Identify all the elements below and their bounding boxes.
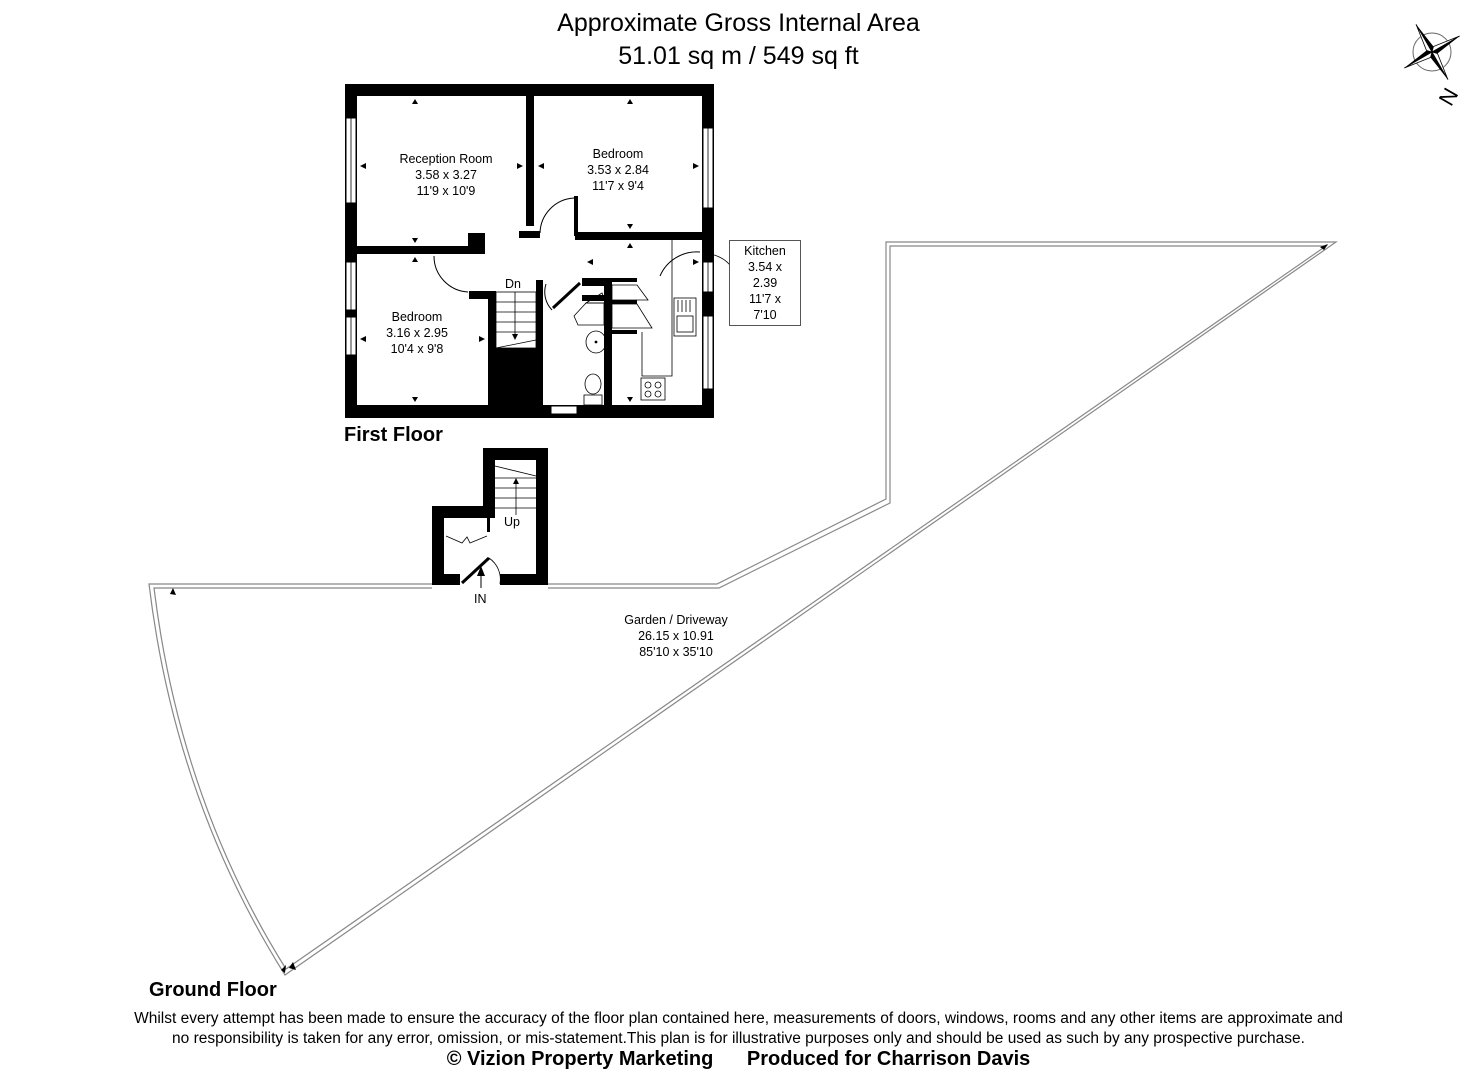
room-name: Reception Room bbox=[399, 152, 493, 166]
stairs-arrow-icon bbox=[513, 478, 519, 484]
dimension-arrow-icons bbox=[170, 244, 1328, 973]
room-name: Bedroom bbox=[391, 310, 443, 324]
basin-icon bbox=[585, 330, 607, 354]
room-name: Bedroom bbox=[592, 147, 644, 161]
credit-line: © Vizion Property Marketing Produced for… bbox=[0, 1048, 1477, 1071]
room-metric: 3.53 x 2.84 bbox=[587, 163, 649, 177]
room-imperial: 85'10 x 35'10 bbox=[639, 645, 713, 659]
cupboard-door-icons bbox=[445, 535, 488, 544]
room-metric: 3.58 x 3.27 bbox=[415, 168, 477, 182]
disclaimer-line-2: no responsibility is taken for any error… bbox=[172, 1030, 1305, 1047]
room-bedroom-2: Bedroom 3.16 x 2.95 10'4 x 9'8 bbox=[358, 309, 476, 357]
room-name: Kitchen bbox=[744, 244, 786, 258]
stairs-arrow-icon bbox=[512, 334, 518, 340]
room-imperial: 11'9 x 10'9 bbox=[416, 184, 476, 198]
stairs-down-label: Dn bbox=[505, 277, 521, 291]
room-metric: 3.16 x 2.95 bbox=[386, 326, 448, 340]
produced-for-text: Produced for Charrison Davis bbox=[746, 1048, 1031, 1070]
room-metric: 26.15 x 10.91 bbox=[638, 629, 714, 643]
entrance-label: IN bbox=[474, 592, 487, 606]
room-imperial: 11'7 x 9'4 bbox=[592, 179, 644, 193]
room-metric: 3.54 x 2.39 bbox=[747, 260, 783, 290]
room-kitchen: Kitchen 3.54 x 2.39 11'7 x 7'10 bbox=[729, 240, 801, 326]
kitchen-worktop bbox=[641, 240, 673, 377]
stairs-up-icon bbox=[494, 465, 537, 515]
ground-floor-walls bbox=[432, 448, 548, 585]
sink-icon bbox=[673, 297, 697, 337]
room-imperial: 10'4 x 9'8 bbox=[390, 342, 444, 356]
ground-floor-label: Ground Floor bbox=[149, 979, 277, 1001]
room-reception: Reception Room 3.58 x 3.27 11'9 x 10'9 bbox=[376, 151, 516, 199]
cupboard-door-icons bbox=[573, 284, 653, 329]
toilet-icon bbox=[583, 373, 603, 406]
disclaimer-line-1: Whilst every attempt has been made to en… bbox=[134, 1010, 1343, 1027]
stairs-down-icon bbox=[495, 291, 537, 349]
compass-rose-icon bbox=[1404, 24, 1460, 80]
dimension-arrow-icons bbox=[360, 99, 699, 402]
door-leaf-icons bbox=[551, 281, 582, 310]
garden-boundary bbox=[148, 241, 1338, 976]
entrance-arrow-icon bbox=[477, 566, 485, 576]
copyright-text: © Vizion Property Marketing bbox=[446, 1048, 714, 1070]
room-name: Garden / Driveway bbox=[624, 613, 728, 627]
front-door-leaf bbox=[460, 556, 491, 585]
first-floor-walls bbox=[345, 84, 714, 418]
shower-icon bbox=[511, 357, 539, 403]
stairs-up-label: Up bbox=[504, 515, 520, 529]
room-imperial: 11'7 x 7'10 bbox=[748, 292, 782, 322]
first-floor-label: First Floor bbox=[344, 424, 443, 446]
area-value: 51.01 sq m / 549 sq ft bbox=[618, 42, 859, 70]
area-title: Approximate Gross Internal Area bbox=[557, 9, 920, 37]
hob-icon bbox=[640, 377, 666, 401]
front-door-swing bbox=[488, 557, 501, 585]
door-swing-icons bbox=[433, 197, 701, 311]
room-garden-driveway: Garden / Driveway 26.15 x 10.91 85'10 x … bbox=[606, 612, 746, 660]
room-bedroom-1: Bedroom 3.53 x 2.84 11'7 x 9'4 bbox=[558, 146, 678, 194]
